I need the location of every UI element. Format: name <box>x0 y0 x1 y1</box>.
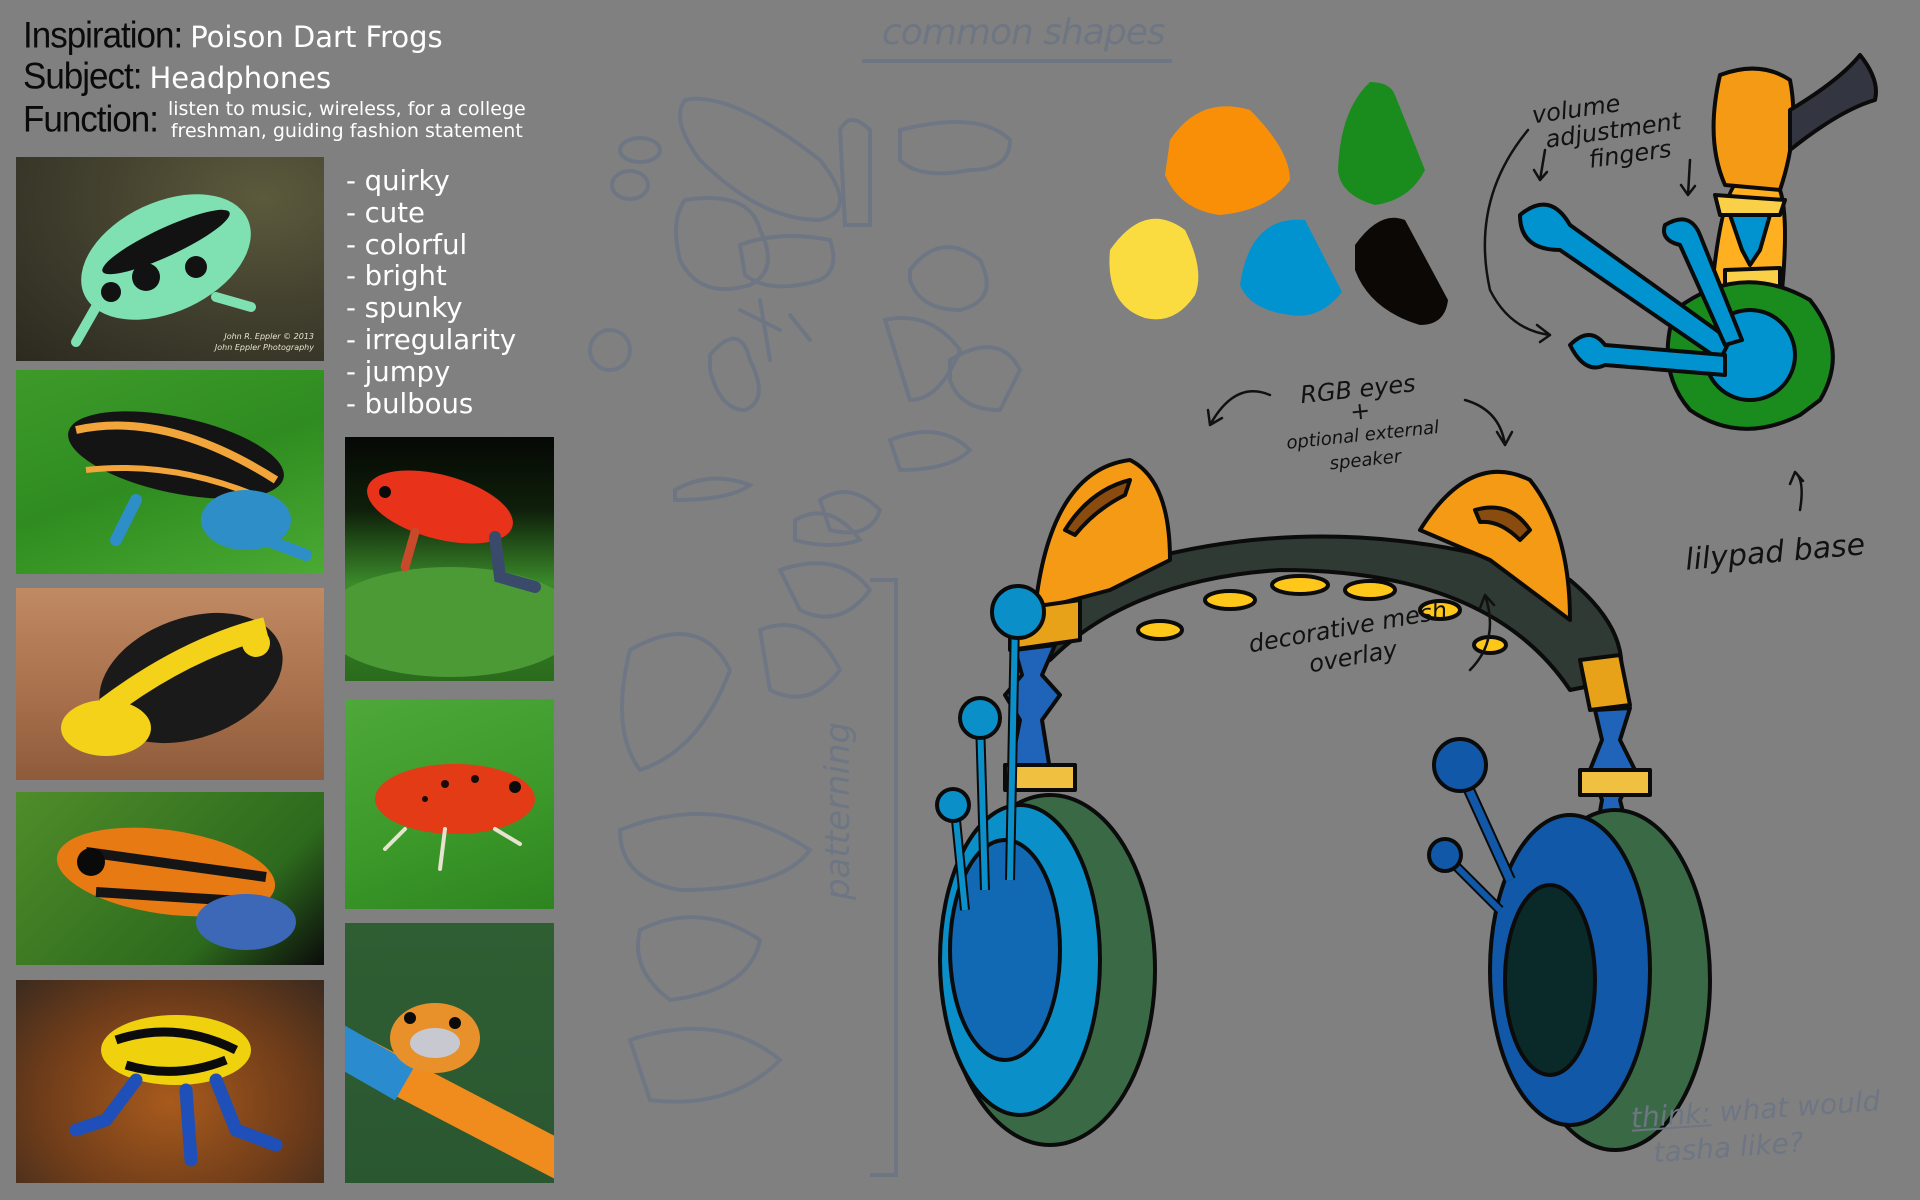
frog-illustration <box>56 827 296 950</box>
subject-label: Subject: <box>23 56 142 97</box>
palette-swatch-yellow <box>1109 218 1199 320</box>
trait-item: quirky <box>346 165 516 198</box>
frog-illustration <box>69 1015 283 1167</box>
function-value-line2: freshman, guiding fashion statement <box>170 120 523 142</box>
function-value: listen to music, wireless, for a college… <box>168 98 526 142</box>
palette-swatch-blue <box>1240 219 1342 316</box>
arrow-rgb-left <box>1206 390 1272 427</box>
inspiration-label: Inspiration: <box>23 15 183 56</box>
frog-illustration <box>345 470 554 677</box>
photo-yellow-blue-dyeing-frog <box>16 980 324 1183</box>
arrow-volume-finger2 <box>1679 158 1697 197</box>
inspiration-row: Inspiration: Poison Dart Frogs <box>23 15 443 56</box>
trait-item: cute <box>346 197 516 230</box>
volume-fingers-detail-sketch <box>1518 53 1878 431</box>
common-shapes-sketches <box>588 96 1023 1104</box>
photo-watermark-line1: John R. Eppler © 2013 <box>224 332 314 341</box>
arrow-mesh <box>1468 593 1496 672</box>
photo-orange-black-blue-frog <box>16 792 324 965</box>
photo-yellow-black-frog <box>16 588 324 780</box>
common-shapes-label: common shapes <box>882 12 1166 53</box>
palette-swatch-orange <box>1165 106 1290 215</box>
trait-item: jumpy <box>346 356 516 389</box>
photo-red-strawberry-frog-on-leaf <box>345 437 554 681</box>
frog-illustration <box>345 1003 554 1179</box>
arrow-lilypad <box>1788 470 1805 512</box>
photo-orange-frog-on-pencil <box>345 923 554 1183</box>
frog-illustration <box>375 764 535 871</box>
headphones-main-render <box>935 458 1712 1152</box>
inspiration-value: Poison Dart Frogs <box>190 20 443 54</box>
patterning-bracket <box>870 578 898 1177</box>
color-palette <box>1109 82 1448 325</box>
frog-illustration <box>61 612 283 756</box>
trait-item: irregularity <box>346 324 516 357</box>
arrow-volume-left <box>1483 128 1552 344</box>
arrow-rgb-right <box>1463 398 1514 447</box>
frog-illustration <box>68 411 312 561</box>
trait-item: bulbous <box>346 388 516 421</box>
function-label: Function: <box>23 99 159 140</box>
trait-item: spunky <box>346 292 516 325</box>
photo-red-spotted-frog-on-leaf <box>345 699 554 909</box>
arrow-volume-finger1 <box>1532 148 1549 182</box>
subject-value: Headphones <box>149 61 332 95</box>
trait-item: colorful <box>346 229 516 262</box>
photo-orange-striped-blue-legged-frog <box>16 370 324 574</box>
trait-item: bright <box>346 261 516 293</box>
palette-swatch-green <box>1338 82 1425 205</box>
palette-swatch-black <box>1355 217 1448 325</box>
function-row: Function: listen to music, wireless, for… <box>23 98 526 142</box>
subject-row: Subject: Headphones <box>23 56 332 97</box>
traits-list: quirky cute colorful bright spunky irreg… <box>346 165 516 421</box>
frog-illustration <box>71 194 256 347</box>
function-value-line1: listen to music, wireless, for a college <box>167 98 526 120</box>
photo-watermark-line2: John Eppler Photography <box>214 343 314 352</box>
common-shapes-underline <box>862 59 1172 63</box>
photo-green-black-frog: John R. Eppler © 2013 John Eppler Photog… <box>16 157 324 361</box>
